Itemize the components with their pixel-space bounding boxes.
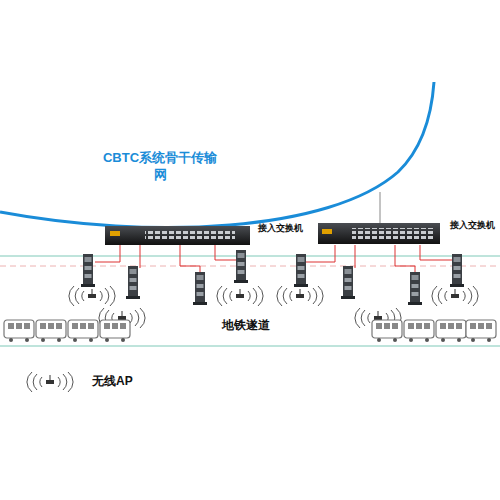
switch-label: 接入交换机	[258, 222, 303, 235]
tunnel-label: 地铁遂道	[222, 318, 292, 334]
ap-symbol	[22, 368, 78, 394]
legend-row: 无线AP	[22, 368, 133, 394]
access-switch: 接入交换机	[105, 222, 305, 246]
legend-text: 无线AP	[92, 373, 133, 390]
network-title: CBTC系统骨干传输网	[98, 150, 222, 184]
switch-label: 接入交换机	[450, 219, 495, 232]
access-switch: 接入交换机	[318, 219, 496, 243]
